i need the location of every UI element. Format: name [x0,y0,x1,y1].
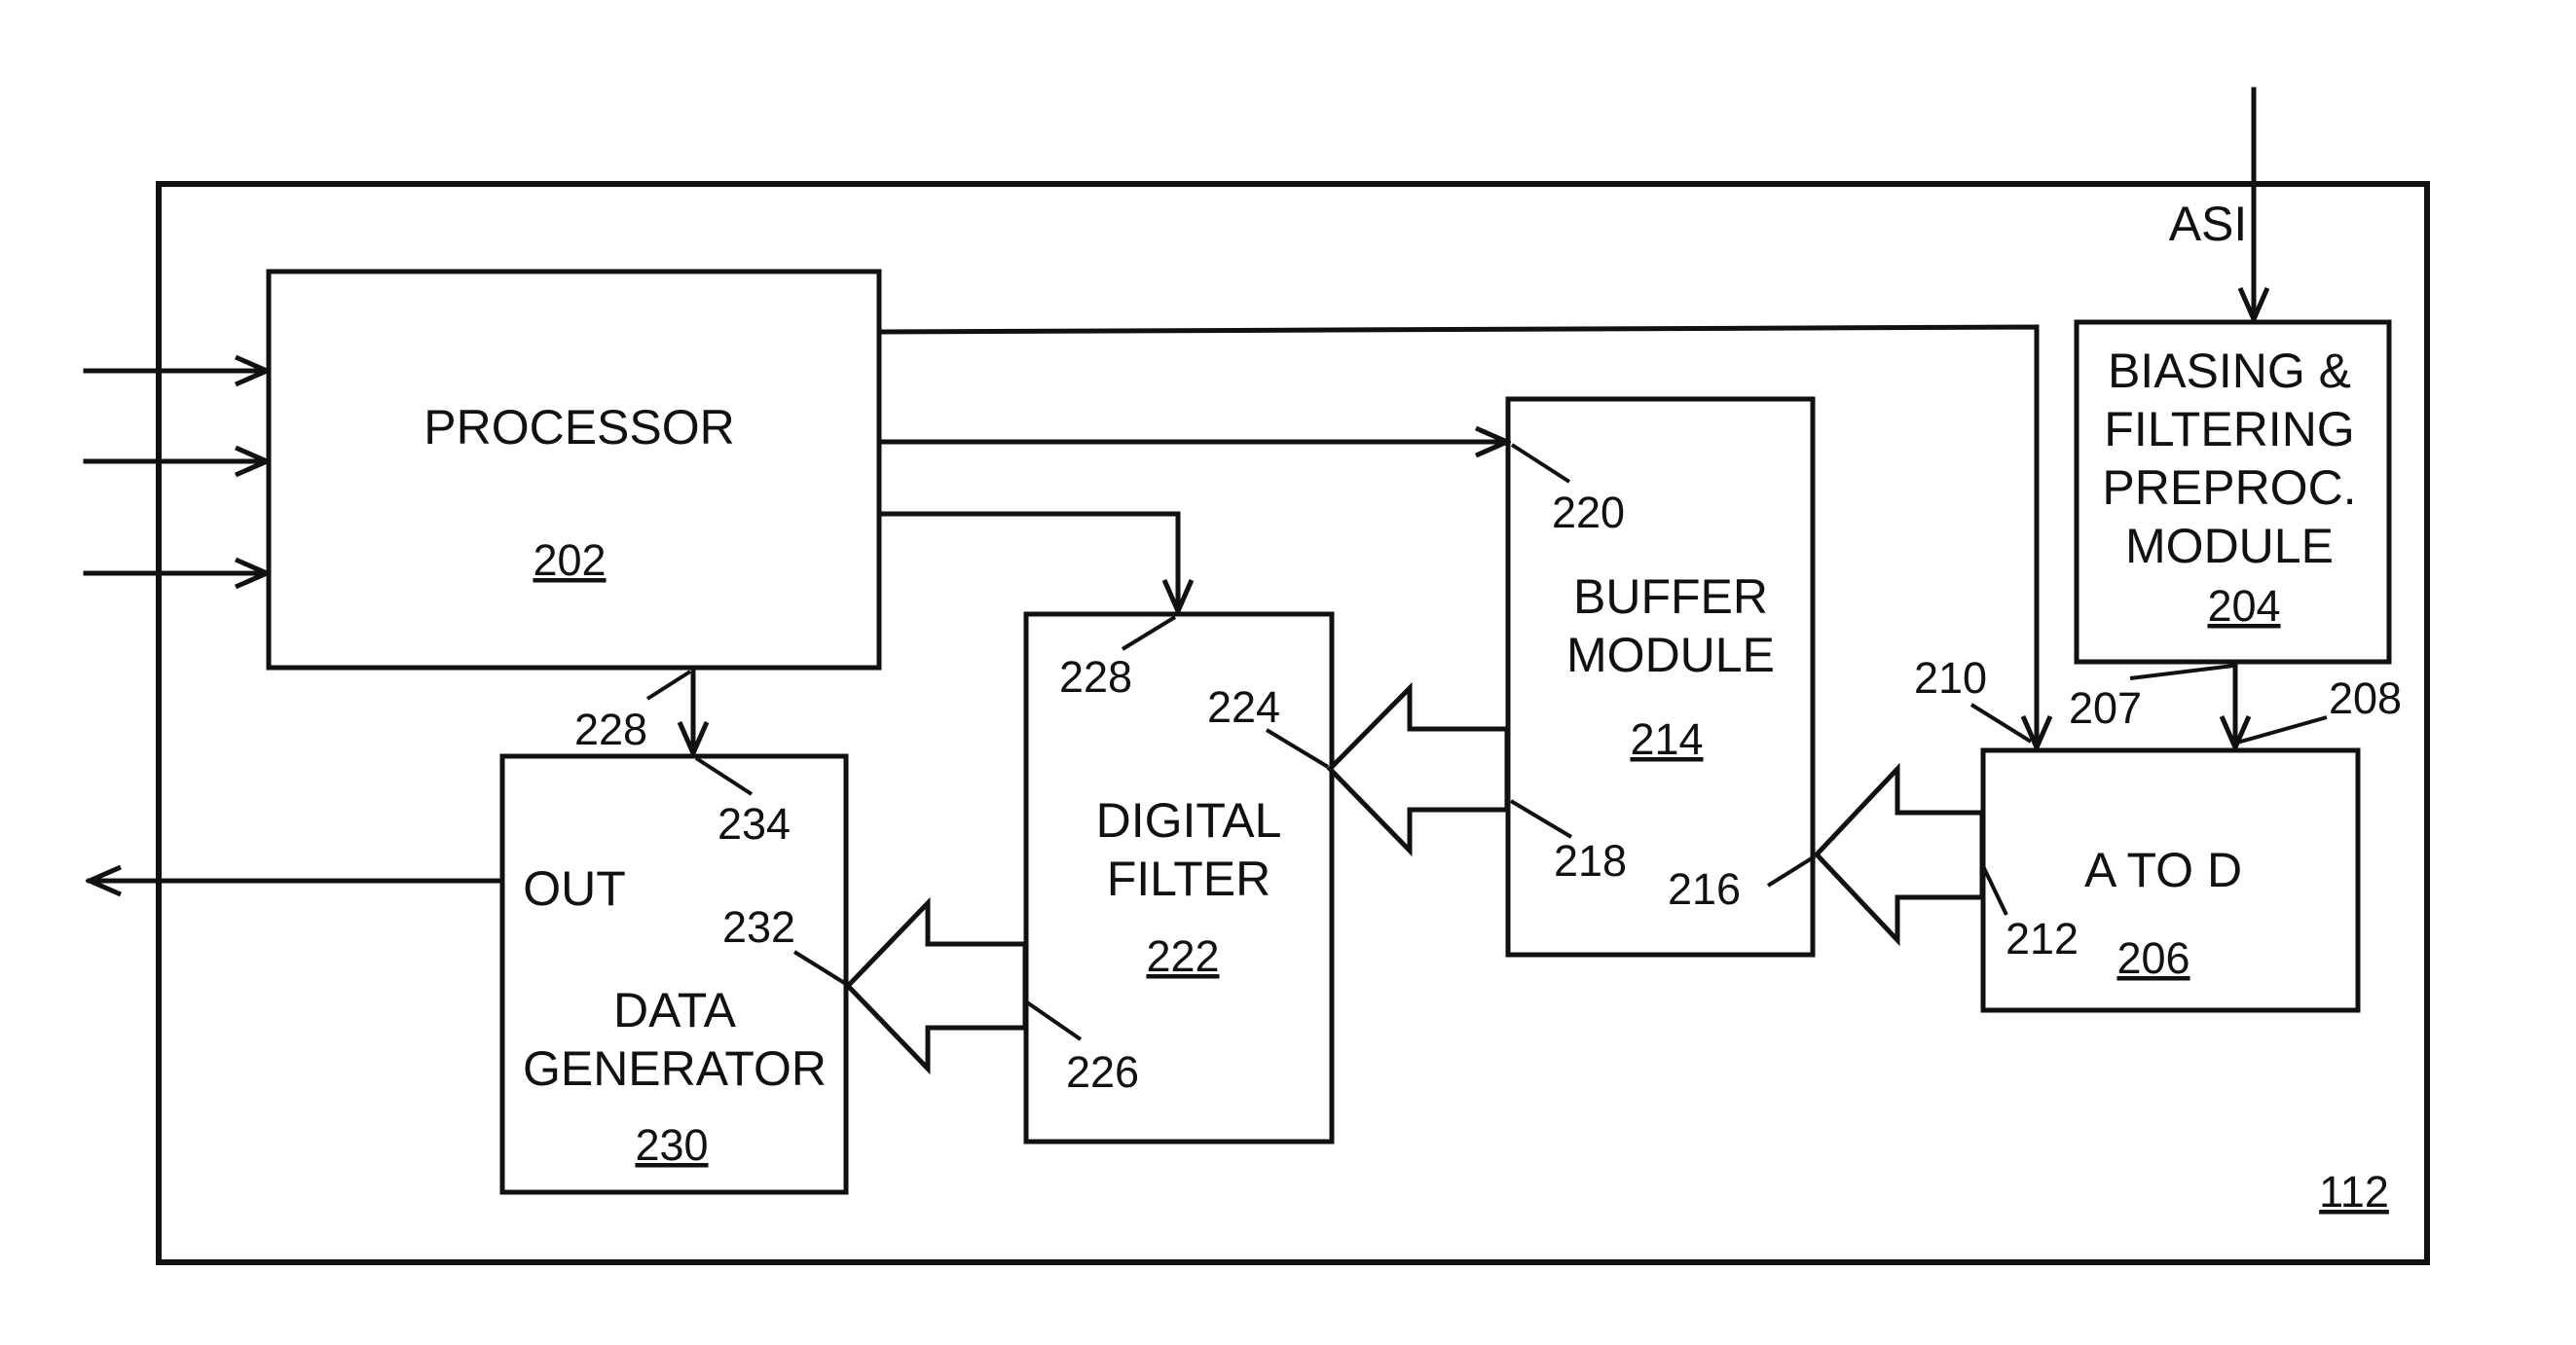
atod-ref: 206 [2116,933,2190,983]
biasing-filtering-block: BIASING & FILTERING PREPROC. MODULE 204 [2077,322,2389,662]
ref-226: 226 [1066,1047,1139,1097]
generator-line-1: DATA [613,983,737,1037]
biasing-line-1: BIASING & [2108,344,2351,398]
biasing-line-3: PREPROC. [2102,460,2356,515]
ref-208: 208 [2329,673,2402,723]
buffer-ref: 214 [1630,714,1703,764]
data-generator-block: OUT DATA GENERATOR 230 [502,756,846,1192]
ref-208-leader [2237,717,2327,743]
generator-ref: 230 [635,1120,708,1170]
processor-block: PROCESSOR 202 [269,272,879,668]
processor-ref: 202 [533,535,606,585]
ref-228-generator-leader [647,672,690,699]
biasing-line-4: MODULE [2125,519,2334,573]
ref-210-leader [1971,705,2031,742]
processor-to-filter-arrow [881,514,1178,611]
bus-arrow-buffer-to-filter [1330,688,1507,851]
ref-234: 234 [718,799,791,849]
ref-207: 207 [2069,683,2142,733]
ref-216: 216 [1668,864,1741,914]
ref-224: 224 [1207,682,1280,732]
processor-label: PROCESSOR [423,400,735,454]
ref-218: 218 [1554,836,1627,886]
generator-line-2: GENERATOR [523,1041,827,1096]
filter-line-2: FILTER [1107,852,1271,906]
biasing-ref: 204 [2207,581,2280,631]
ref-212: 212 [2006,914,2079,963]
ref-228-filter: 228 [1059,652,1132,702]
ref-210: 210 [1914,653,1987,703]
ref-207-leader [2130,666,2233,678]
buffer-line-2: MODULE [1566,628,1775,682]
atod-label: A TO D [2084,843,2242,897]
asi-label: ASI [2169,197,2248,251]
ref-232: 232 [722,902,795,952]
filter-ref: 222 [1146,931,1219,981]
out-label: OUT [523,861,626,916]
buffer-line-1: BUFFER [1573,569,1768,624]
filter-line-1: DIGITAL [1096,793,1282,848]
bus-arrow-filter-to-generator [848,903,1025,1069]
biasing-line-2: FILTERING [2104,402,2354,456]
system-ref: 112 [2319,1167,2389,1217]
atod-block: A TO D 206 [1983,750,2358,1010]
bus-arrow-atod-to-buffer [1817,769,1982,940]
ref-228-generator: 228 [574,705,647,754]
ref-220: 220 [1552,488,1625,537]
